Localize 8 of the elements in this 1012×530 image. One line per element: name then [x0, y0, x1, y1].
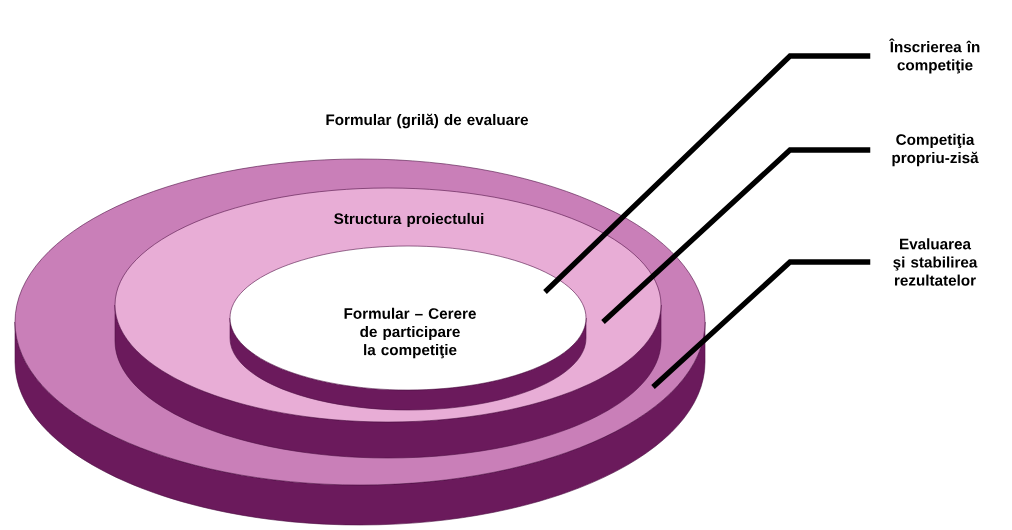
node-label: Formular (grilă) de evaluare	[326, 113, 529, 129]
leader-line	[651, 259, 871, 389]
leader-line	[601, 147, 871, 324]
disc: Formular – Cerere de participare la competiţie	[229, 245, 587, 411]
step-label: Înscrierea în competiţie	[889, 38, 980, 74]
step-label: Evaluarea şi stabilirea rezultatelor	[893, 238, 978, 286]
leader-line	[543, 53, 871, 294]
step-label: Competiţia propriu-zisă	[892, 133, 979, 167]
